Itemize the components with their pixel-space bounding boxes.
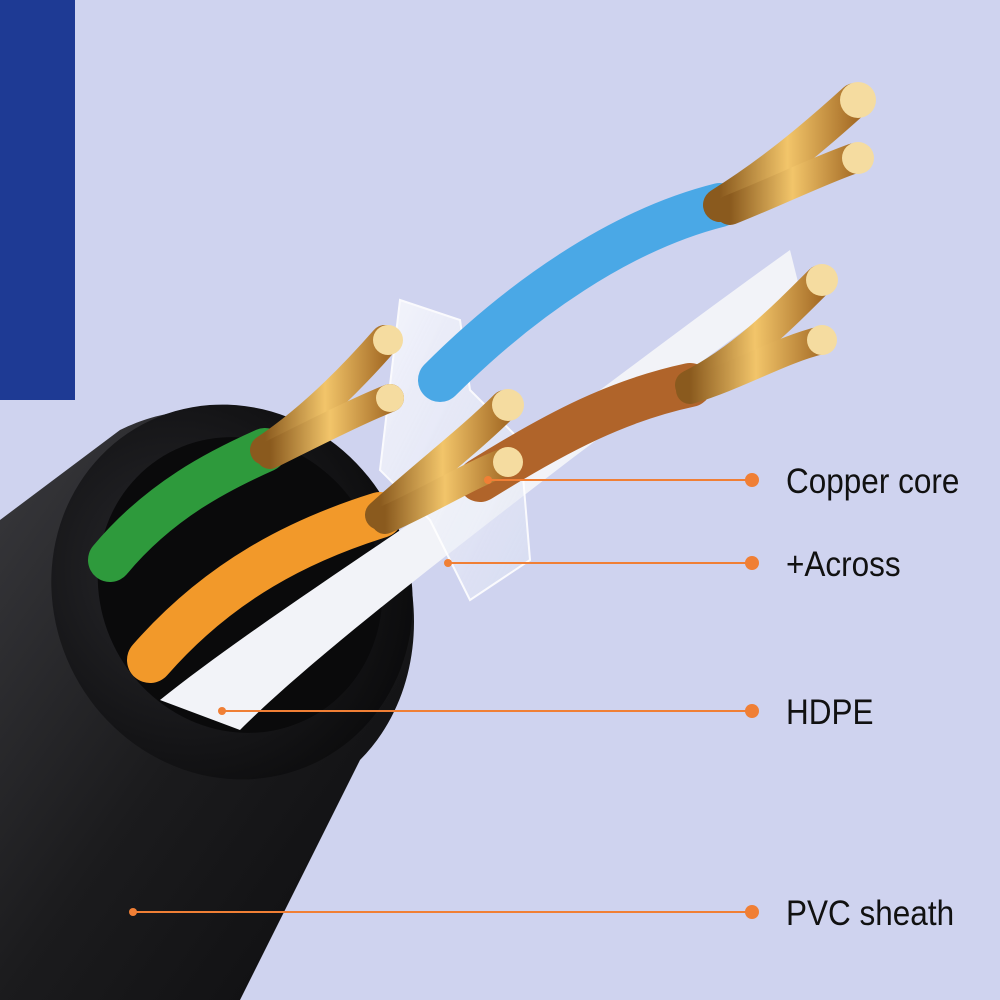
- callout-dot-icon: [218, 707, 226, 715]
- callout-label-across: +Across: [786, 545, 901, 584]
- blue-strand-end-icon-2: [842, 142, 874, 174]
- callout-dot-icon: [745, 556, 759, 570]
- callout-label-hdpe: HDPE: [786, 693, 874, 732]
- blue-strand-end-icon: [840, 82, 876, 118]
- callout-dot-icon: [745, 704, 759, 718]
- orange-strand-end-icon-2: [493, 447, 523, 477]
- green-strand-end-icon: [373, 325, 403, 355]
- orange-copper-strand-2: [371, 448, 519, 534]
- callout-label-copper-core: Copper core: [786, 462, 960, 501]
- green-wire: [88, 428, 287, 582]
- callout-dot-icon: [129, 908, 137, 916]
- callout-dot-icon: [745, 905, 759, 919]
- callout-label-pvc-sheath: PVC sheath: [786, 894, 955, 933]
- green-strand-end-icon-2: [376, 384, 404, 412]
- orange-strand-end-icon: [492, 389, 524, 421]
- callout-dot-icon: [444, 559, 452, 567]
- brown-strand-end-icon-2: [807, 325, 837, 355]
- callout-dot-icon: [484, 476, 492, 484]
- brown-strand-end-icon: [806, 264, 838, 296]
- orange-wire: [127, 492, 403, 683]
- blue-wire: [418, 183, 742, 402]
- callout-dot-icon: [745, 473, 759, 487]
